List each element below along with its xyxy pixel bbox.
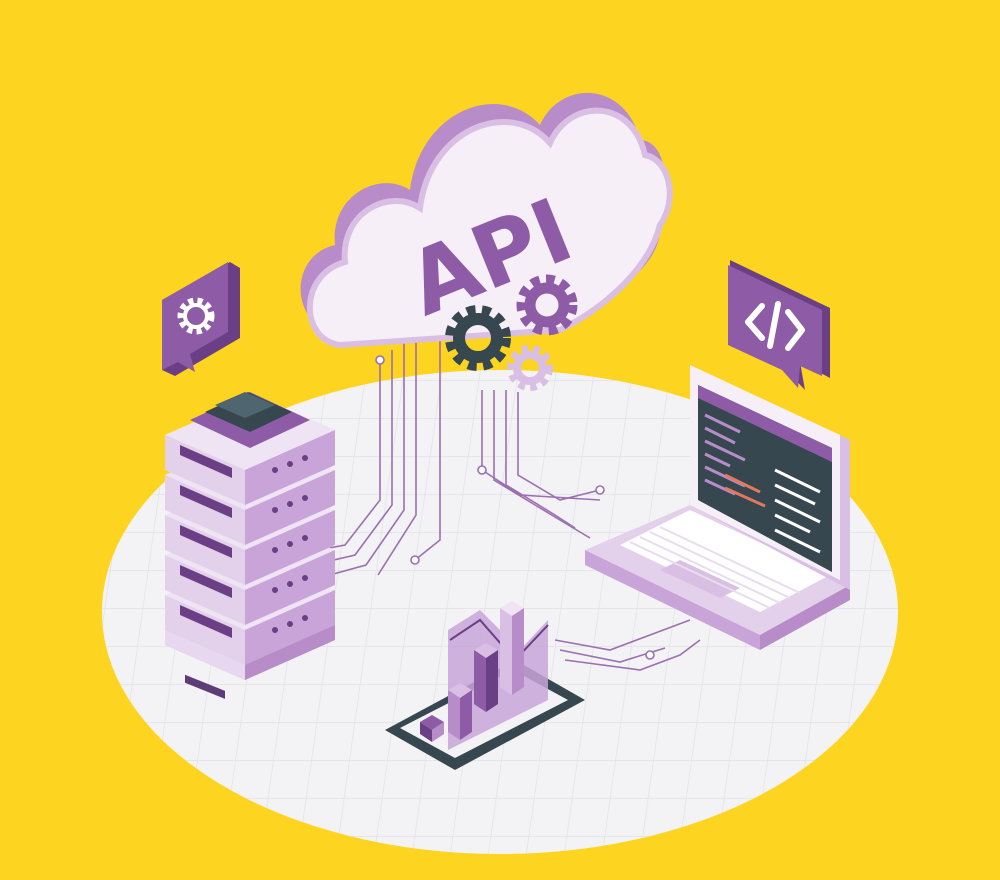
tablet-chart <box>385 601 585 770</box>
laptop <box>585 365 850 650</box>
gear-icon <box>507 345 553 391</box>
api-cloud: API <box>300 92 673 349</box>
gear-icon <box>445 305 511 371</box>
settings-bubble <box>162 262 240 376</box>
gear-icon <box>177 297 215 335</box>
code-bubble <box>728 260 830 390</box>
gears <box>445 274 578 391</box>
gear-icon <box>516 274 578 336</box>
code-brackets-icon <box>745 301 805 351</box>
server-rack <box>165 392 335 699</box>
